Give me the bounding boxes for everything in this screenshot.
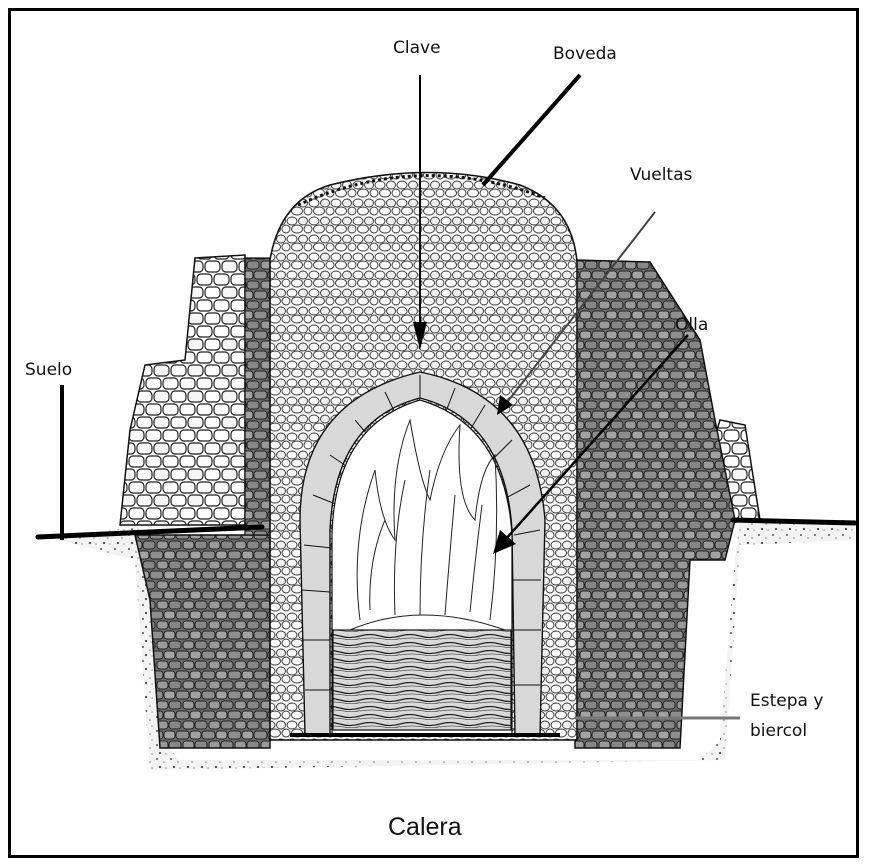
label-suelo: Suelo (25, 361, 72, 381)
left-outer-wall (120, 255, 245, 525)
right-rubble-wall (575, 260, 735, 748)
label-olla: Olla (675, 316, 708, 336)
label-boveda: Boveda (553, 45, 617, 65)
label-clave: Clave (393, 39, 441, 59)
label-estepa-line2: biercol (750, 722, 807, 742)
figure-caption: Calera (388, 813, 462, 842)
label-estepa-line1: Estepa y (750, 692, 823, 712)
pointer-boveda (483, 75, 580, 185)
label-vueltas: Vueltas (630, 166, 692, 186)
left-inner-band (245, 258, 270, 535)
fuel-bundle (333, 630, 511, 730)
ground-line-right (733, 520, 855, 523)
